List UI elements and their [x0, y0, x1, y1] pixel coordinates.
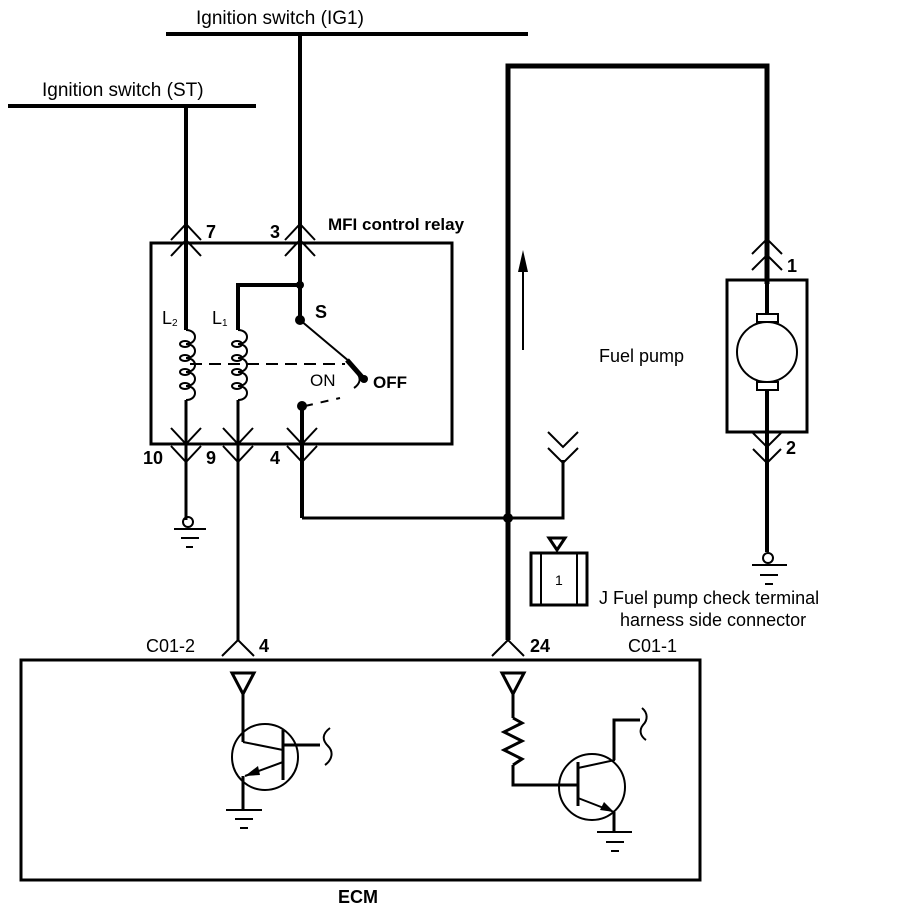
terminal-9-connector	[222, 427, 254, 464]
current-flow-arrow-icon	[518, 250, 528, 272]
ecm-connector-left-label: C01-2	[146, 636, 195, 656]
check-connector-box	[529, 551, 589, 607]
terminal-10-label: 10	[143, 448, 163, 468]
ecm-pin-4-connector	[221, 638, 255, 657]
check-connector-mark-icon	[546, 536, 568, 553]
terminal-3-label: 3	[270, 222, 280, 242]
st-label: Ignition switch (ST)	[42, 80, 204, 101]
ecm-pin-24-connector	[491, 638, 525, 657]
check-connector-label-line2: harness side connector	[620, 610, 806, 630]
terminal-10-connector	[170, 427, 202, 464]
ecm-label: ECM	[338, 887, 378, 907]
right-transistor-icon	[558, 753, 626, 821]
right-transistor-collector	[577, 759, 616, 769]
left-transistor-break-icon	[322, 727, 333, 766]
relay-output-wire	[302, 460, 565, 520]
terminal-7-connector	[170, 222, 202, 257]
terminal-3-connector	[284, 222, 316, 257]
motor-brush-bottom	[756, 381, 779, 391]
ground-l2-terminal	[182, 516, 194, 528]
ground-pump-terminal	[762, 552, 774, 564]
check-connector-pin-label: 1	[555, 572, 563, 588]
ecm-right-input-mark-icon	[499, 671, 527, 698]
left-transistor-ground-icon	[226, 809, 262, 829]
resistor-icon	[500, 716, 526, 767]
right-transistor-break-icon	[639, 707, 648, 741]
left-transistor-icon	[231, 723, 299, 791]
ecm-box	[19, 658, 702, 882]
coil-l2-loops	[179, 340, 191, 390]
check-terminal-upper-connector	[547, 431, 579, 465]
ecm-pin-4-label: 4	[259, 636, 269, 656]
ecm-connector-right-label: C01-1	[628, 636, 677, 656]
fuel-pump-terminal-2-connector	[752, 432, 782, 465]
terminal-4-connector	[286, 427, 318, 464]
right-transistor-ground-icon	[597, 831, 632, 852]
fuel-pump-terminal-1-connector	[751, 237, 783, 271]
coil-l1-upper-wire	[236, 283, 300, 330]
fuel-pump-feed-wire	[505, 63, 770, 640]
fuel-pump-motor-icon	[736, 321, 798, 383]
switch-arm	[299, 319, 351, 363]
off-contact-dot	[360, 375, 368, 383]
coil-l2-label: L2	[162, 308, 178, 329]
fuel-pump-label: Fuel pump	[599, 346, 684, 366]
switch-on-label: ON	[310, 371, 336, 390]
coil-l1-loops	[231, 340, 243, 390]
ground-l2-icon	[174, 528, 206, 548]
left-transistor-collector	[242, 741, 284, 751]
right-transistor-collector-wire	[612, 718, 640, 760]
terminal-9-label: 9	[206, 448, 216, 468]
left-transistor-emitter-arrow-icon	[245, 766, 260, 776]
on-contact-dash	[304, 397, 341, 407]
right-transistor-emitter-arrow-icon	[600, 802, 614, 812]
ig1-label: Ignition switch (IG1)	[196, 8, 364, 29]
right-transistor-base-wire	[511, 765, 578, 787]
terminal-4-label: 4	[270, 448, 280, 468]
terminal-7-label: 7	[206, 222, 216, 242]
fuel-pump-terminal-1-label: 1	[787, 256, 797, 276]
mfi-relay-label: MFI control relay	[328, 215, 465, 234]
ecm-left-input-mark-icon	[229, 671, 257, 698]
check-connector-label-line1: J Fuel pump check terminal	[599, 588, 819, 608]
coil-l1-label: L1	[212, 308, 228, 329]
fuel-pump-terminal-2-label: 2	[786, 438, 796, 458]
switch-arm-tip	[345, 358, 364, 379]
ecm-pin-24-label: 24	[530, 636, 550, 656]
switch-junction-dot	[296, 281, 304, 289]
switch-s-label: S	[315, 302, 327, 322]
switch-off-label: OFF	[373, 373, 407, 392]
switch-on-arc	[353, 371, 361, 389]
motor-brush-top	[756, 313, 779, 323]
ground-pump-icon	[752, 564, 787, 585]
